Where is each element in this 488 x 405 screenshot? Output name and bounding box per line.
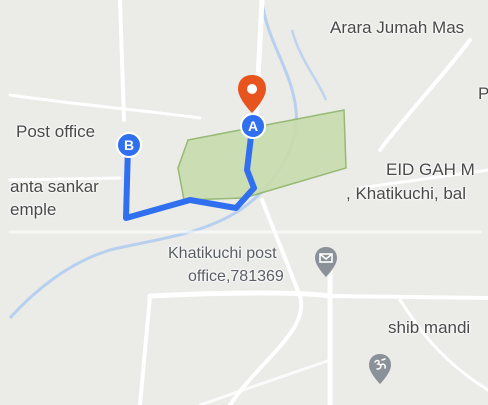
road xyxy=(358,168,488,190)
stream xyxy=(290,29,328,101)
stream xyxy=(8,0,298,319)
road xyxy=(378,38,472,152)
road xyxy=(328,294,488,300)
road xyxy=(118,0,126,122)
envelope-icon[interactable] xyxy=(314,246,338,278)
place-label-khatikuchi-pin[interactable]: office,781369 xyxy=(188,268,284,285)
place-label-temple[interactable]: emple xyxy=(10,200,57,219)
place-label-shib-mandir[interactable]: shib mandi xyxy=(388,318,471,337)
place-label-p[interactable]: P xyxy=(478,84,488,103)
place-label-khatikuchi-post[interactable]: Khatikuchi post xyxy=(168,245,277,262)
om-icon[interactable] xyxy=(368,353,392,385)
route-line xyxy=(123,125,257,221)
place-label-khatikuchi-bal[interactable]: , Khatikuchi, bal xyxy=(346,184,467,203)
place-label-post-office[interactable]: Post office xyxy=(16,122,96,141)
route-marker-b[interactable]: B xyxy=(116,132,142,158)
route-marker-a[interactable]: A xyxy=(240,113,266,139)
place-label-eid-gah[interactable]: EID GAH M xyxy=(386,160,475,179)
road xyxy=(198,358,332,405)
place-label-anta-sankar[interactable]: anta sankar xyxy=(10,177,99,196)
road xyxy=(138,294,152,405)
road xyxy=(260,198,302,298)
road xyxy=(398,298,488,392)
road xyxy=(8,93,202,120)
road xyxy=(228,294,304,405)
map-pin-icon[interactable] xyxy=(237,74,267,114)
place-label-arara[interactable]: Arara Jumah Mas xyxy=(330,18,465,37)
road xyxy=(147,290,333,299)
road xyxy=(8,176,122,182)
